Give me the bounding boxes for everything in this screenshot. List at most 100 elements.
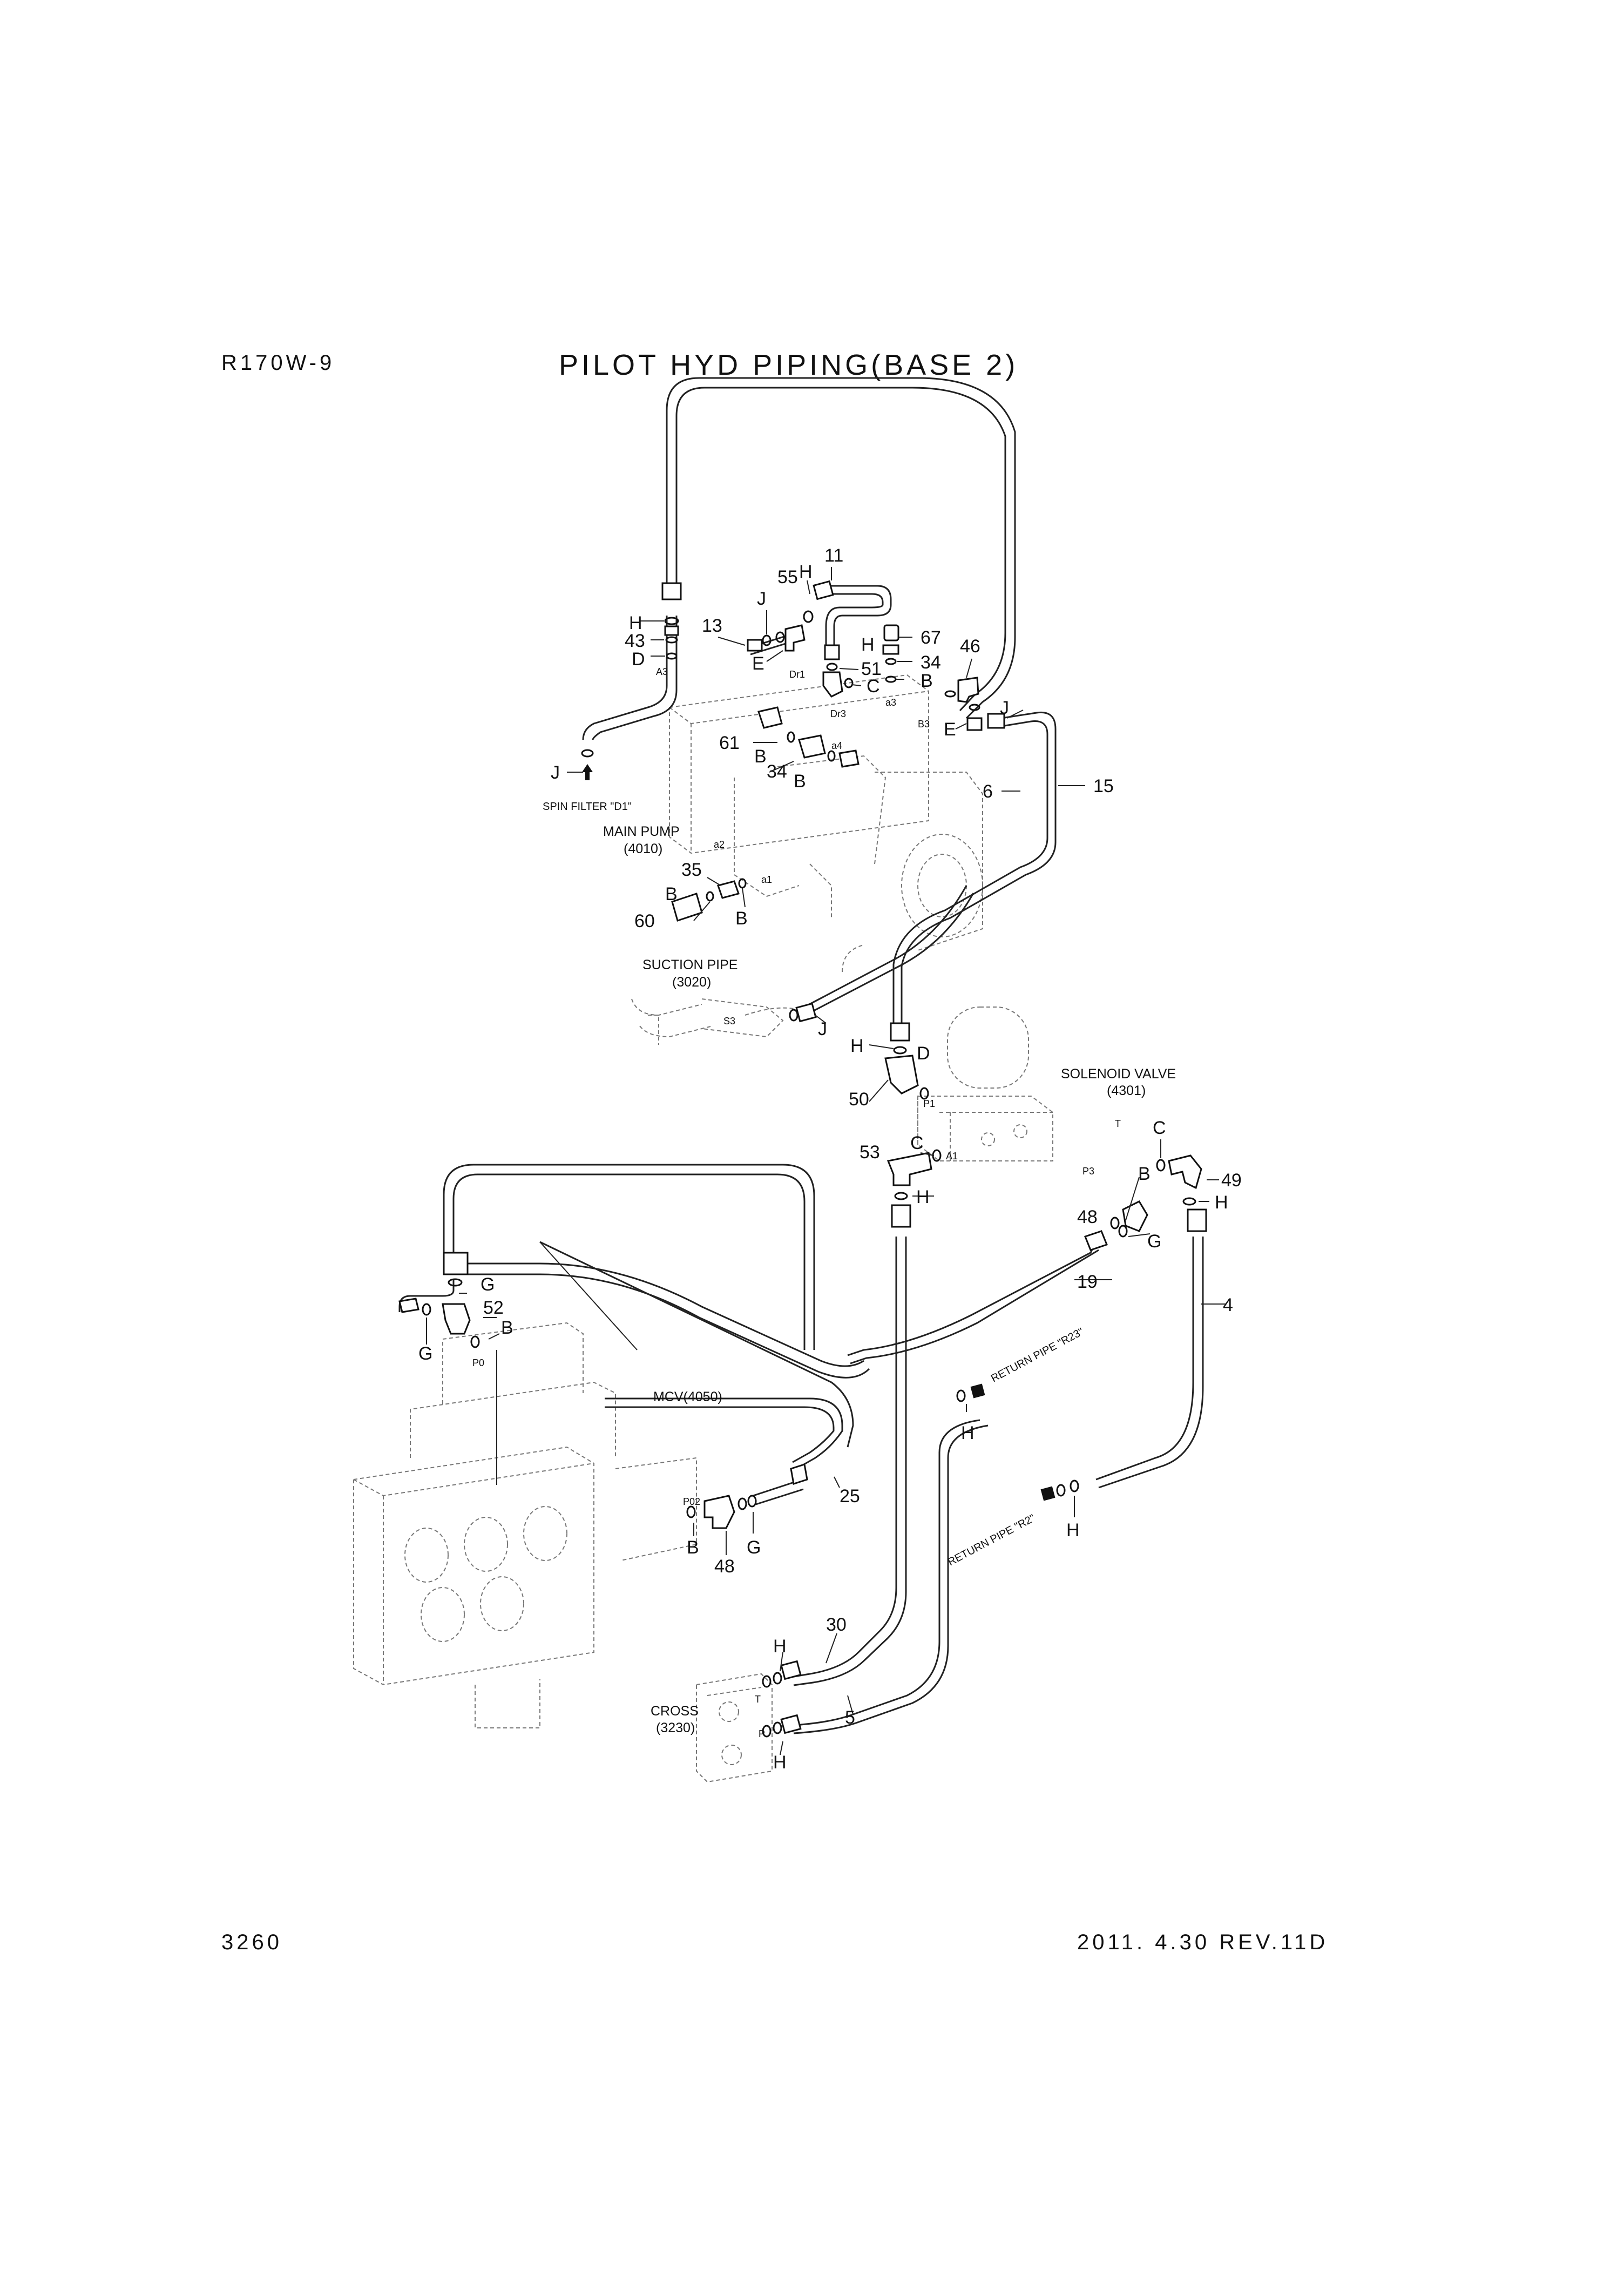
solenoid-valve-outline [917, 1006, 1053, 1161]
cross-outline [696, 1673, 773, 1783]
callout-B-d: B [665, 884, 678, 904]
port-Dr1: Dr1 [789, 669, 805, 680]
port-labels: A3 Dr1 Dr3 a3 B3 a4 a2 a1 S3 P1 A1 T P3 … [472, 666, 1121, 1739]
port-S3: S3 [723, 1016, 735, 1026]
callout-B-e: B [735, 908, 748, 929]
callout-52: 52 [483, 1298, 504, 1318]
callout-G-b: G [481, 1274, 495, 1295]
callout-B-g: B [501, 1318, 513, 1338]
callout-H-b: H [629, 613, 642, 633]
callout-5: 5 [845, 1707, 855, 1728]
callout-51: 51 [861, 659, 882, 679]
callout-C-b: C [910, 1133, 924, 1153]
callout-30: 30 [826, 1615, 847, 1635]
revision-date: 2011. 4.30 REV.11D [1077, 1930, 1329, 1954]
callout-G-d: G [747, 1537, 761, 1558]
port-a4: a4 [831, 740, 842, 751]
return-pipe-r2-label: RETURN PIPE "R2" [946, 1512, 1037, 1569]
port-P02: P02 [683, 1496, 700, 1507]
callout-D-a: D [632, 649, 645, 670]
port-a2: a2 [714, 839, 725, 850]
callout-H-e: H [916, 1187, 930, 1207]
suction-pipe-outline [631, 998, 800, 1045]
callout-H-i: H [773, 1636, 787, 1657]
port-P1: P1 [923, 1098, 935, 1109]
cross-code: (3230) [656, 1720, 695, 1735]
callout-35: 35 [681, 860, 702, 880]
port-P3: P3 [1082, 1166, 1094, 1177]
mcv-label: MCV(4050) [653, 1389, 722, 1404]
port-P0: P0 [472, 1357, 484, 1368]
callout-53: 53 [860, 1142, 880, 1163]
callout-61: 61 [719, 733, 740, 753]
callout-34-a: 34 [921, 652, 941, 673]
callout-H-f: H [1215, 1192, 1228, 1213]
callout-H-d: H [850, 1036, 864, 1056]
callout-E-b: E [944, 719, 956, 740]
callout-43: 43 [625, 631, 645, 651]
callout-60: 60 [634, 911, 655, 931]
callout-55: 55 [777, 567, 798, 587]
callout-B-b: B [754, 746, 767, 767]
callout-H-h: H [1066, 1520, 1080, 1541]
port-T-solenoid: T [1115, 1118, 1121, 1129]
port-B3: B3 [918, 719, 930, 729]
callout-E-a: E [752, 653, 764, 674]
callout-G-a: G [1147, 1231, 1161, 1252]
main-pump-code: (4010) [624, 841, 662, 856]
callout-67: 67 [921, 627, 941, 648]
callout-J-d: J [818, 1019, 827, 1039]
leader-lines [426, 567, 1226, 1755]
callout-11: 11 [824, 545, 843, 566]
page-title: PILOT HYD PIPING(BASE 2) [559, 349, 1019, 381]
component-labels: SPIN FILTER "D1" MAIN PUMP (4010) SUCTIO… [543, 801, 1176, 1735]
suction-pipe-label: SUCTION PIPE [642, 957, 737, 972]
port-P-cross: P [759, 1728, 765, 1739]
callout-labels: 11 55 H J 13 H 43 D E H 51 C 67 34 B 46 … [418, 545, 1242, 1773]
solenoid-valve-label: SOLENOID VALVE [1061, 1066, 1176, 1082]
callout-H-j: H [773, 1752, 787, 1773]
callout-J-b: J [1000, 698, 1009, 718]
callout-49: 49 [1221, 1170, 1242, 1191]
callout-G-c: G [418, 1343, 432, 1364]
main-pump-label: MAIN PUMP [603, 824, 680, 839]
callout-D-b: D [917, 1043, 930, 1064]
callout-B-c: B [794, 771, 806, 792]
suction-pipe-code: (3020) [672, 975, 711, 990]
port-Dr3: Dr3 [830, 708, 846, 719]
callout-15: 15 [1093, 776, 1114, 796]
page-number: 3260 [221, 1930, 282, 1954]
callout-46: 46 [960, 636, 980, 657]
callout-H-c: H [861, 634, 875, 655]
callout-B-f: B [1138, 1164, 1151, 1184]
spin-filter-label: SPIN FILTER "D1" [543, 801, 632, 813]
port-A3: A3 [656, 666, 668, 677]
callout-H-a: H [799, 562, 813, 582]
callout-B-a: B [921, 671, 933, 691]
port-A1: A1 [946, 1151, 958, 1161]
port-T-cross: T [755, 1694, 761, 1705]
callout-34-b: 34 [767, 761, 787, 782]
callout-48-b: 48 [714, 1556, 735, 1577]
callout-48-a: 48 [1077, 1207, 1098, 1227]
cross-label: CROSS [651, 1704, 699, 1719]
port-a3: a3 [885, 697, 896, 708]
callout-J-a: J [757, 589, 766, 609]
model-code: R170W-9 [221, 351, 335, 375]
port-a1: a1 [761, 874, 772, 885]
callout-50: 50 [849, 1089, 869, 1110]
mcv-outline [353, 1322, 697, 1728]
callout-4: 4 [1223, 1295, 1233, 1315]
callout-13: 13 [702, 616, 722, 636]
fittings [398, 580, 1207, 1738]
callout-C-c: C [1153, 1118, 1166, 1138]
callout-25: 25 [840, 1486, 860, 1507]
callout-C-a: C [867, 676, 880, 697]
solenoid-valve-code: (4301) [1107, 1083, 1146, 1098]
callout-H-g: H [961, 1423, 975, 1443]
callout-B-h: B [687, 1537, 699, 1558]
callout-J-c: J [551, 762, 560, 783]
main-pump-outline [669, 674, 983, 972]
callout-19: 19 [1077, 1272, 1098, 1292]
